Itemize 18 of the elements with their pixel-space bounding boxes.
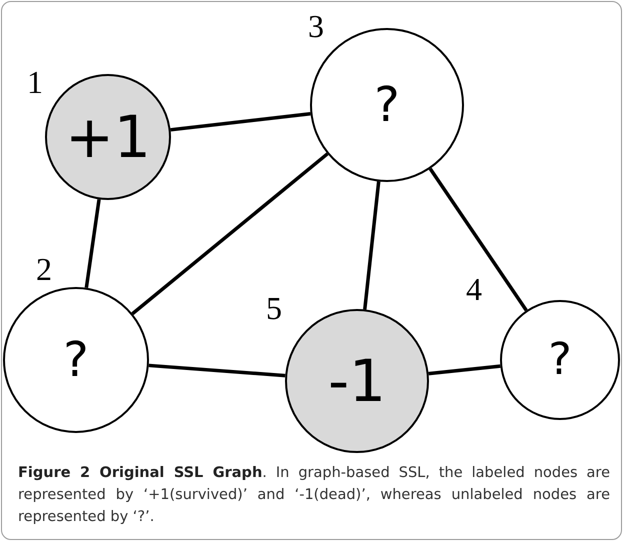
edge-line (363, 181, 380, 310)
edge-line (84, 199, 101, 288)
node-number: 4 (466, 273, 482, 305)
edge-line (170, 112, 311, 132)
node-value: ? (548, 338, 572, 382)
edge-line (428, 168, 528, 312)
figure-caption: Figure 2 Original SSL Graph. In graph-based SSL, the labeled nodes are represented by ‘+1(survived)’ and ‘-1(dead)’, whereas unlabeled nodes are represented by ‘?’. (18, 464, 610, 527)
node-number: 3 (308, 10, 324, 42)
node-number: 1 (27, 66, 43, 98)
node-value: +1 (65, 108, 151, 166)
node-number: 5 (266, 292, 282, 324)
node-value: ? (63, 336, 89, 384)
node-value: ? (374, 81, 400, 129)
node-value: -1 (328, 352, 386, 410)
edge-line (131, 152, 329, 316)
node-number: 2 (36, 253, 52, 285)
edge-line (428, 364, 500, 376)
edge-line (148, 364, 286, 378)
